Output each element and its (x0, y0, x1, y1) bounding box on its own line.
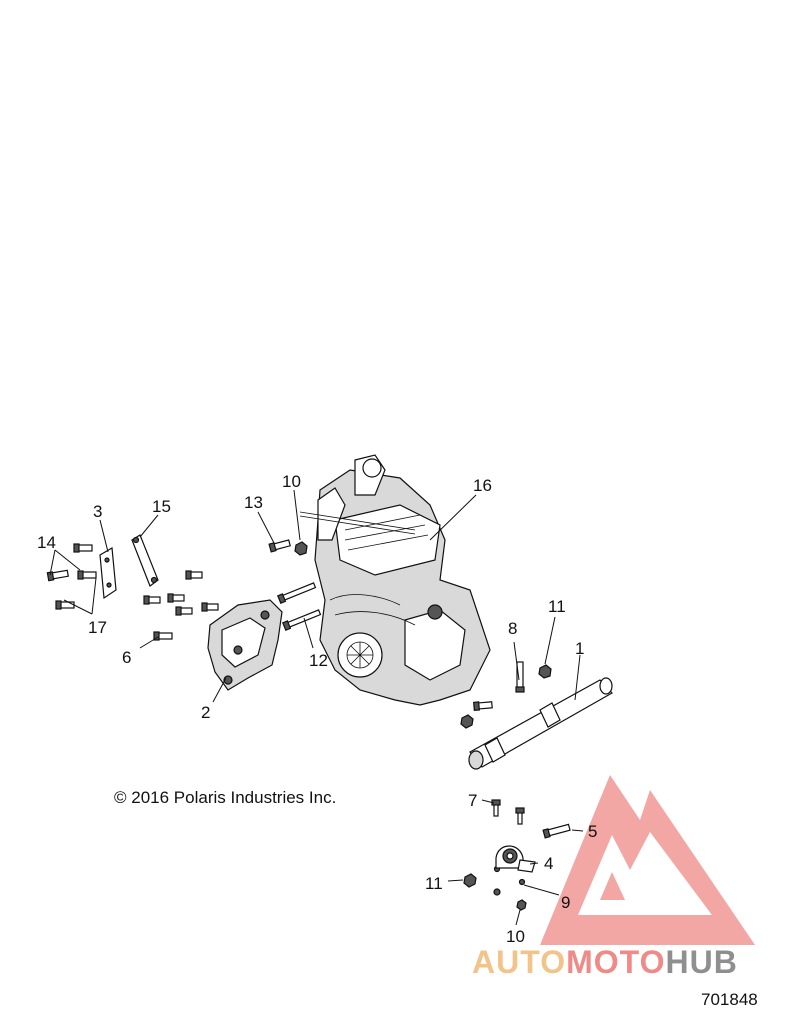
callout-16: 16 (473, 476, 492, 495)
leader-lines (49, 489, 584, 926)
engine-mount-bracket (207, 599, 283, 691)
copyright-text: © 2016 Polaris Industries Inc. (114, 788, 337, 807)
callout-14: 14 (37, 533, 56, 552)
watermark-brand: AUTOMOTOHUB (472, 944, 738, 981)
callout-4: 4 (544, 854, 553, 873)
callout-15: 15 (152, 497, 171, 516)
callout-12: 12 (309, 651, 328, 670)
callout-labels: 1 2 3 4 5 6 7 8 9 10 10 11 11 12 13 14 1… (37, 472, 597, 946)
callout-7: 7 (468, 791, 477, 810)
callout-5: 5 (588, 822, 597, 841)
bolts-group (46, 539, 571, 839)
brand-auto: AUTO (472, 944, 567, 980)
bracket-plate (99, 547, 117, 600)
figure-number: 701848 (701, 990, 758, 1009)
callout-11-top: 11 (548, 597, 566, 616)
engine-assembly (299, 454, 491, 706)
callout-6: 6 (122, 648, 131, 667)
callout-3: 3 (93, 502, 102, 521)
brand-hub: HUB (665, 944, 738, 980)
callout-10-top: 10 (282, 472, 301, 491)
watermark-logo-icon (540, 775, 755, 945)
callout-11-bottom: 11 (425, 874, 443, 893)
callout-9: 9 (561, 893, 570, 912)
brand-moto: MOTO (566, 944, 666, 980)
callout-10-bottom: 10 (506, 927, 525, 946)
callout-13: 13 (244, 493, 263, 512)
mount-tube (468, 677, 613, 770)
callout-17: 17 (88, 618, 107, 637)
link-arm (131, 534, 159, 587)
callout-8: 8 (508, 619, 517, 638)
callout-2: 2 (201, 703, 210, 722)
nuts-group (294, 541, 552, 911)
mount-isolator (495, 845, 536, 873)
callout-1: 1 (575, 639, 584, 658)
